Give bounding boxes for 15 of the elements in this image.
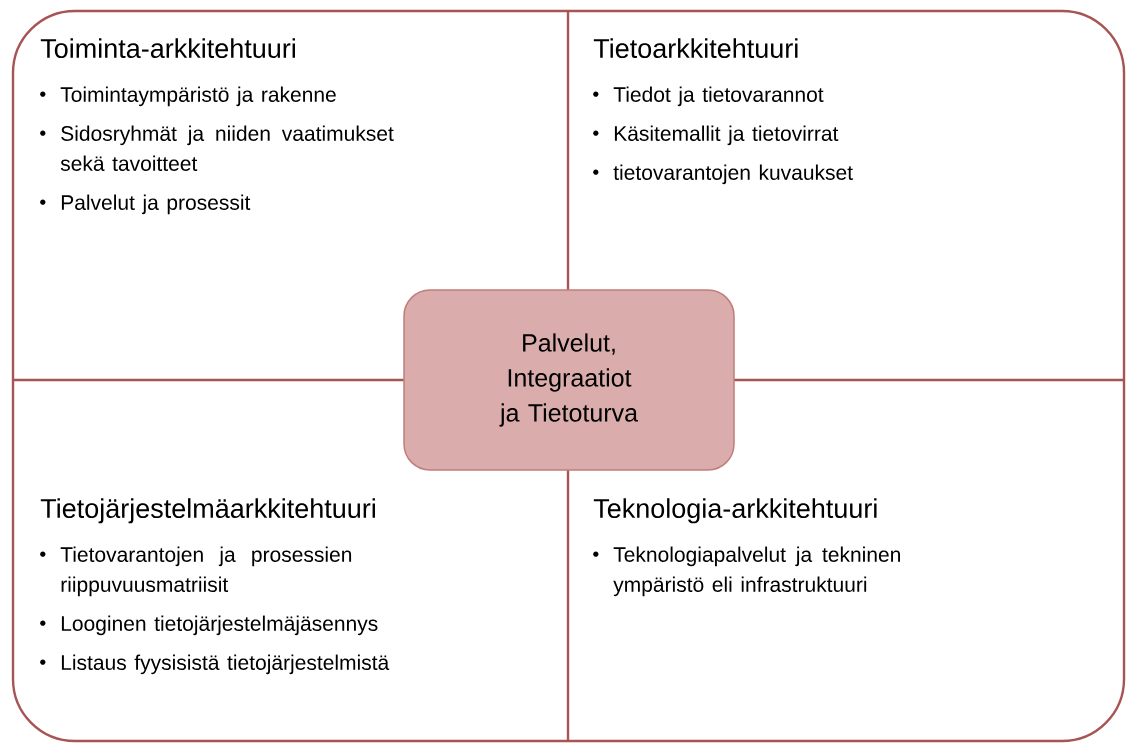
quadrant-heading: Toiminta-arkkitehtuuri <box>40 38 295 59</box>
quadrant-heading: Teknologia-arkkitehtuuri <box>593 498 877 524</box>
quadrant-heading: Tietoarkkitehtuuri <box>593 38 798 59</box>
center-box: Palvelut, Integraatiot ja Tietoturva <box>403 289 735 471</box>
bullet-item: Sidosryhmät ja niiden vaatimukset sekä tavoitteet <box>60 125 394 171</box>
bullet-item: Tiedot ja tietovarannot <box>613 86 824 107</box>
bullet-item: Käsitemallit ja tietovirrat <box>614 125 839 146</box>
quadrant-heading: Tietojärjestelmäarkkitehtuuri <box>40 498 375 524</box>
bullet-item: Tietovarantojen ja prosessien riippuvuusmatriisit <box>60 546 352 597</box>
bullet-item: tietovarantojen kuvaukset <box>613 164 853 185</box>
bullet-item: Teknologiapalvelut ja tekninen ympäristö eli infrastruktuuri <box>613 546 900 597</box>
bullet-item: Toimintaympäristö ja rakenne <box>60 86 336 107</box>
bullet-item: Looginen tietojärjestelmäjäsennys <box>61 615 378 636</box>
bullet-item: Palvelut ja prosessit <box>61 194 251 215</box>
bullet-item: Listaus fyysisistä tietojärjestelmistä <box>61 654 390 675</box>
